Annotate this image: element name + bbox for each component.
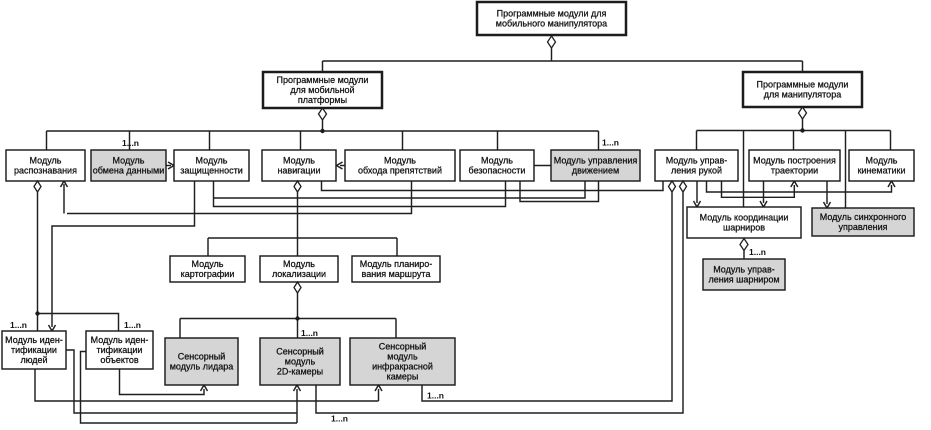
svg-text:1...n: 1...n [602,138,619,148]
svg-text:1...n: 1...n [427,391,444,401]
svg-text:1...n: 1...n [122,138,139,148]
svg-text:1...n: 1...n [749,247,766,257]
svg-text:1...n: 1...n [124,320,141,330]
svg-text:Модуль управ-ления рукой: Модуль управ-ления рукой [666,156,728,176]
svg-text:1...n: 1...n [301,328,318,338]
svg-text:1...n: 1...n [331,414,348,424]
svg-text:Модуль управ-ления шарниром: Модуль управ-ления шарниром [708,265,779,285]
svg-text:Модуль планиро-вания маршрута: Модуль планиро-вания маршрута [360,259,433,279]
svg-text:1...n: 1...n [10,320,27,330]
